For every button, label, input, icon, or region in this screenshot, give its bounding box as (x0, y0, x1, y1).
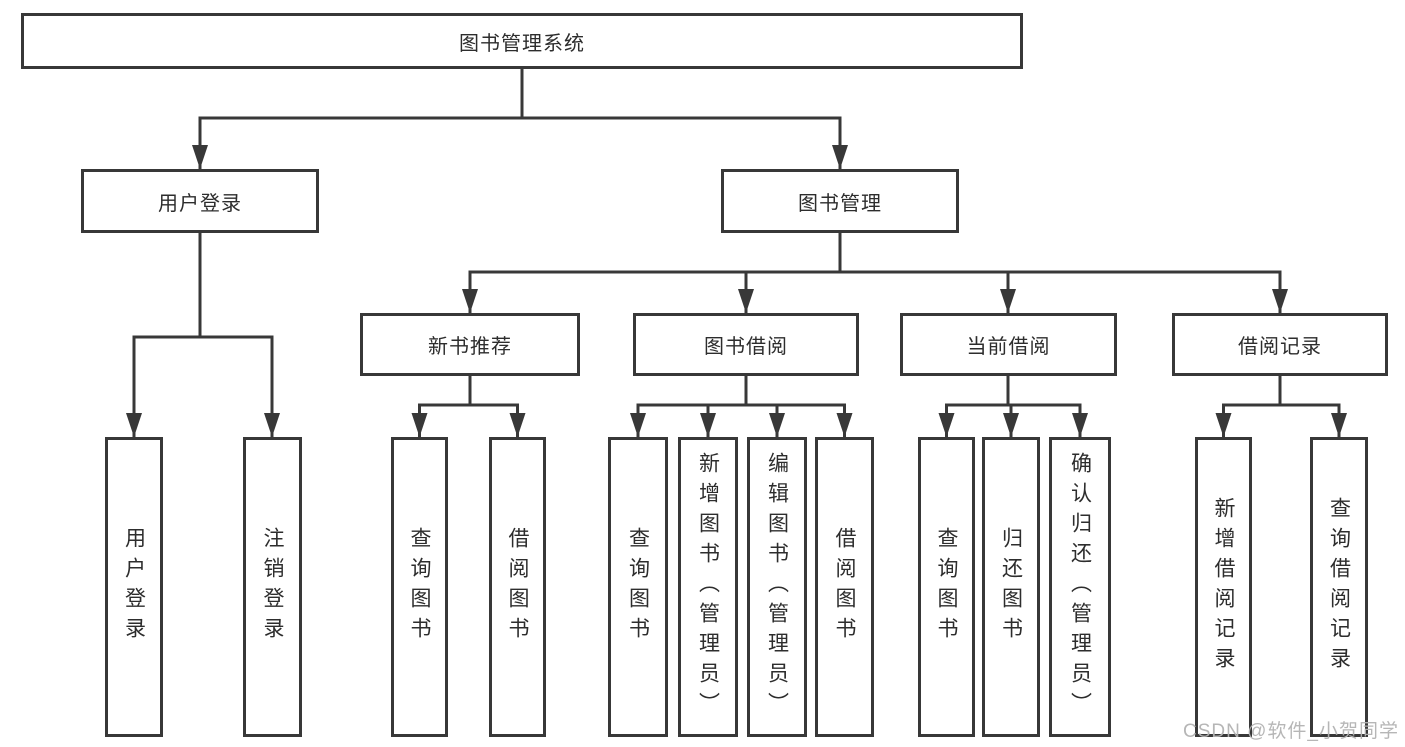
leaf-add-books-admin-label: 新增图书（管理员） (696, 452, 720, 722)
node-root-label: 图书管理系统 (459, 32, 585, 55)
node-book-borrowing-label: 图书借阅 (704, 336, 788, 358)
leaf-user-login-label: 用户登录 (122, 527, 146, 647)
node-current-borrowing: 当前借阅 (900, 313, 1117, 376)
leaf-borrowing-borrow-books-label: 借阅图书 (833, 527, 856, 647)
leaf-add-borrow-record: 新增借阅记录 (1195, 437, 1252, 737)
leaf-newbook-borrow-books: 借阅图书 (489, 437, 546, 737)
leaf-newbook-query-books: 查询图书 (391, 437, 448, 737)
node-new-book-recommend: 新书推荐 (360, 313, 580, 376)
leaf-user-login: 用户登录 (105, 437, 163, 737)
leaf-borrowing-query-books-label: 查询图书 (626, 527, 650, 647)
leaf-edit-books-admin: 编辑图书（管理员） (747, 437, 807, 737)
leaf-newbook-query-books-label: 查询图书 (408, 527, 431, 647)
leaf-confirm-return-admin-label: 确认归还（管理员） (1068, 452, 1092, 722)
leaf-edit-books-admin-label: 编辑图书（管理员） (765, 452, 789, 722)
node-user-login-label: 用户登录 (158, 192, 242, 215)
leaf-current-query-books-label: 查询图书 (935, 527, 958, 647)
leaf-query-borrow-record: 查询借阅记录 (1310, 437, 1368, 737)
leaf-add-borrow-record-label: 新增借阅记录 (1212, 497, 1235, 677)
leaf-borrowing-borrow-books: 借阅图书 (815, 437, 874, 737)
node-user-login: 用户登录 (81, 169, 319, 233)
node-root: 图书管理系统 (21, 13, 1023, 69)
node-book-management: 图书管理 (721, 169, 959, 233)
leaf-current-query-books: 查询图书 (918, 437, 975, 737)
leaf-borrowing-query-books: 查询图书 (608, 437, 668, 737)
node-borrowing-records: 借阅记录 (1172, 313, 1388, 376)
leaf-logout-label: 注销登录 (261, 527, 284, 647)
node-current-borrowing-label: 当前借阅 (966, 336, 1051, 358)
leaf-query-borrow-record-label: 查询借阅记录 (1327, 497, 1351, 677)
leaf-return-books: 归还图书 (982, 437, 1040, 737)
leaf-newbook-borrow-books-label: 借阅图书 (506, 527, 529, 647)
node-book-borrowing: 图书借阅 (633, 313, 859, 376)
leaf-logout: 注销登录 (243, 437, 302, 737)
leaf-add-books-admin: 新增图书（管理员） (678, 437, 738, 737)
csdn-watermark: CSDN @软件_小贺同学 (1183, 721, 1399, 742)
leaf-return-books-label: 归还图书 (999, 527, 1023, 647)
node-book-management-label: 图书管理 (798, 192, 882, 215)
node-new-book-recommend-label: 新书推荐 (428, 336, 512, 358)
node-borrowing-records-label: 借阅记录 (1238, 336, 1322, 358)
leaf-confirm-return-admin: 确认归还（管理员） (1049, 437, 1111, 737)
